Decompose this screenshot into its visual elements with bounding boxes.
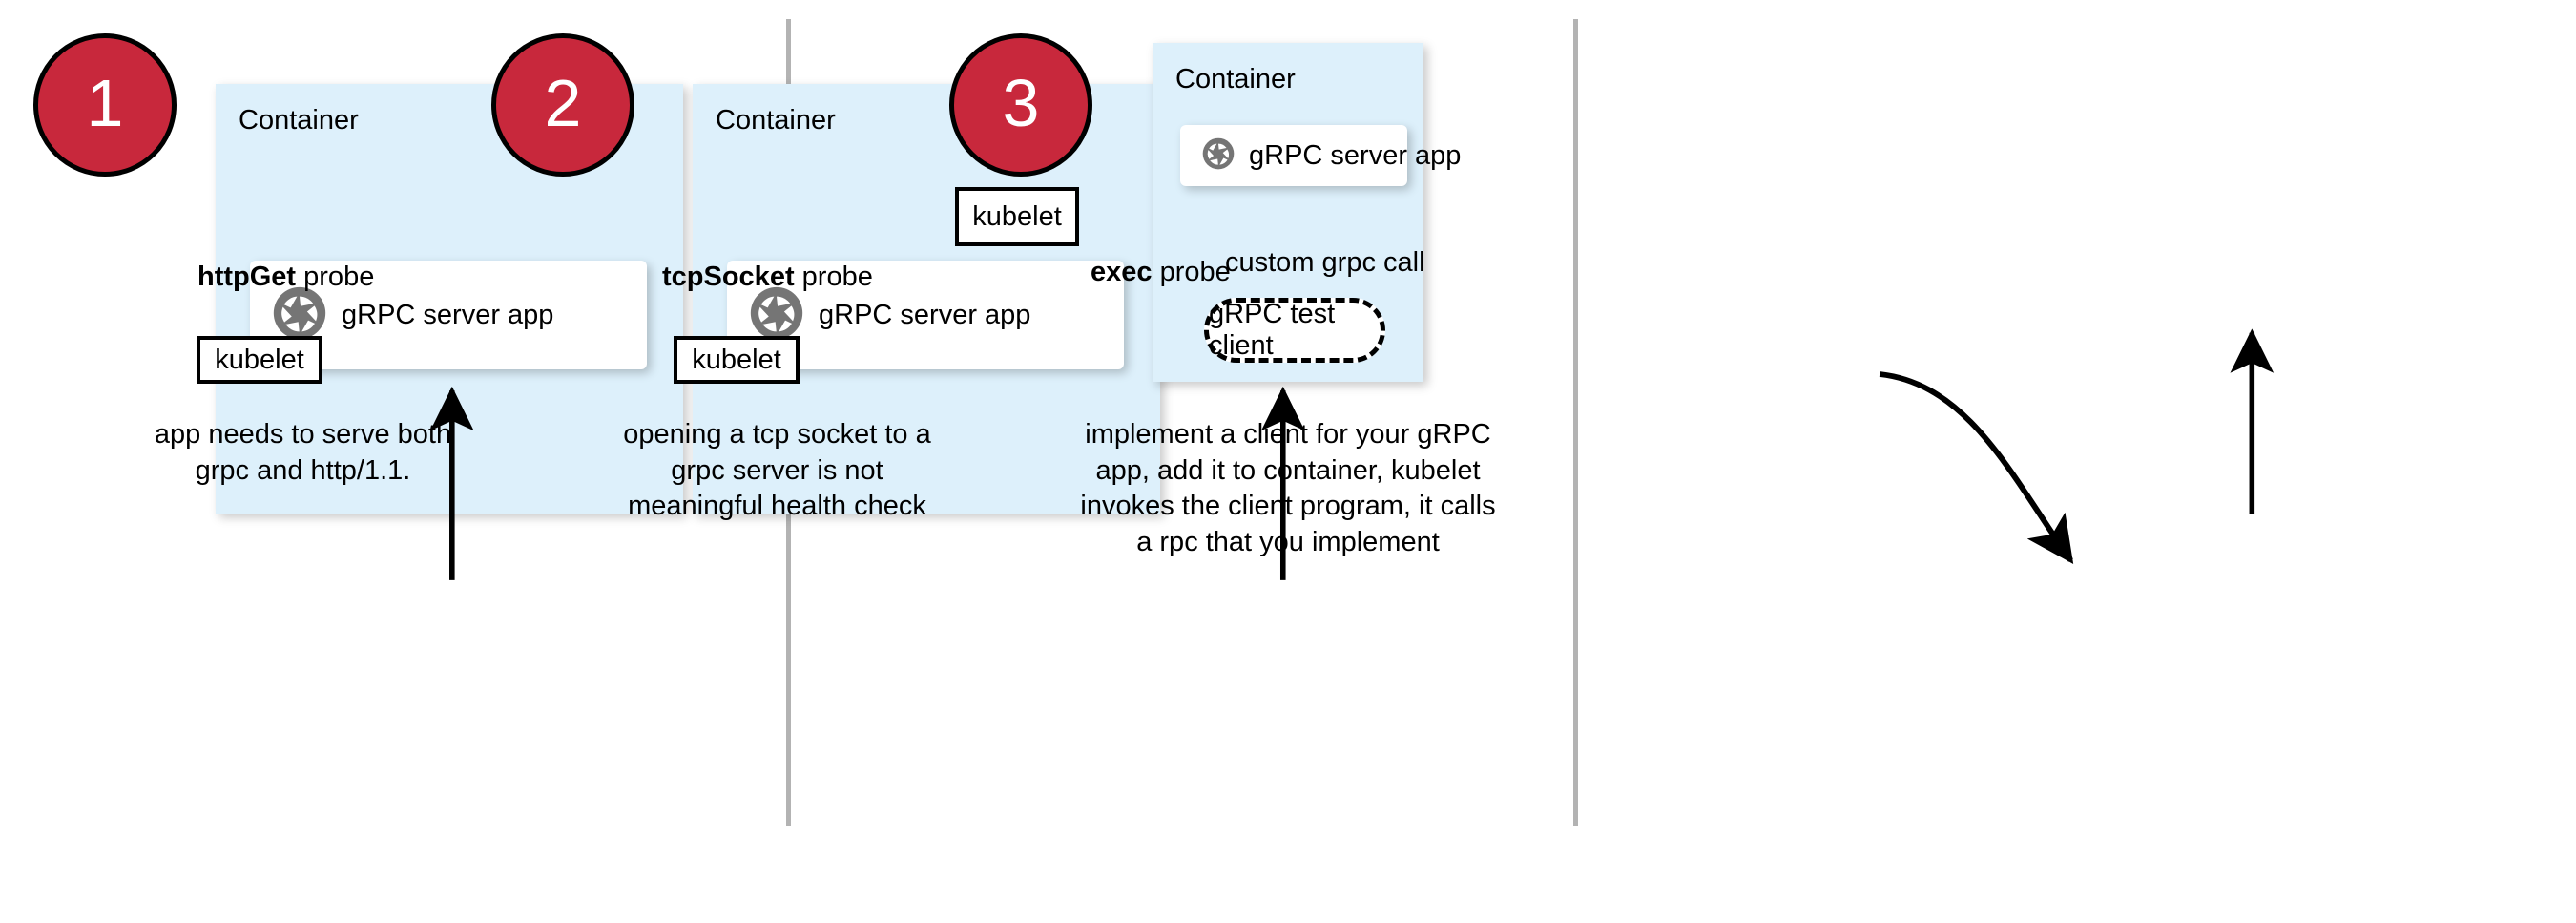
probe-label-2-rest: probe [794,262,873,292]
kubelet-label-2: kubelet [692,344,781,375]
kubelet-node-1: kubelet [197,336,322,384]
panel-caption-3: implement a client for your gRPC app, ad… [1080,419,1496,558]
kubelet-label-3: kubelet [972,200,1062,232]
probe-label-2: tcpSocket probe [662,262,873,293]
exec-probe-label-3: exec probe [1091,257,1231,288]
container-label-1: Container [239,105,359,136]
kubelet-node-2: kubelet [674,336,800,384]
grpc-server-app-label-2: gRPC server app [819,299,1031,330]
grpc-logo-icon [271,284,328,346]
grpc-server-app-label-3: gRPC server app [1249,139,1462,171]
step-badge-3: 3 [949,33,1092,177]
step-number-2: 2 [544,66,582,140]
grpc-server-app-card-3: gRPC server app [1180,125,1461,186]
container-label-3: Container [1175,64,1296,94]
panel-caption-1: app needs to serve both grpc and http/1.… [154,419,452,486]
grpc-server-app-label-1: gRPC server app [342,299,554,330]
panel-caption-2: opening a tcp socket to a grpc server is… [623,419,931,522]
grpc-logo-icon [748,284,805,346]
kubelet-label-1: kubelet [215,344,304,375]
grpc-server-app-card-1: gRPC server app [250,261,647,369]
probe-label-1-rest: probe [296,262,375,292]
exec-probe-label-3-rest: probe [1152,257,1231,287]
custom-grpc-call-label: custom grpc call [1225,247,1425,278]
arrow-exec-probe [1879,371,2074,564]
step-number-1: 1 [86,66,124,140]
grpc-logo-icon [1201,136,1236,176]
probe-label-1-bold: httpGet [197,262,297,292]
exec-probe-label-3-bold: exec [1091,257,1153,287]
step-number-3: 3 [1002,66,1040,140]
probe-label-1: httpGet probe [197,262,374,293]
grpc-test-client-node: gRPC test client [1204,298,1385,363]
kubelet-node-3: kubelet [955,187,1079,246]
probe-label-2-bold: tcpSocket [662,262,795,292]
container-label-2: Container [716,105,836,136]
step-badge-1: 1 [33,33,177,177]
panel-divider-2 [1573,19,1578,826]
step-badge-2: 2 [491,33,634,177]
grpc-test-client-label: gRPC test client [1209,299,1336,361]
